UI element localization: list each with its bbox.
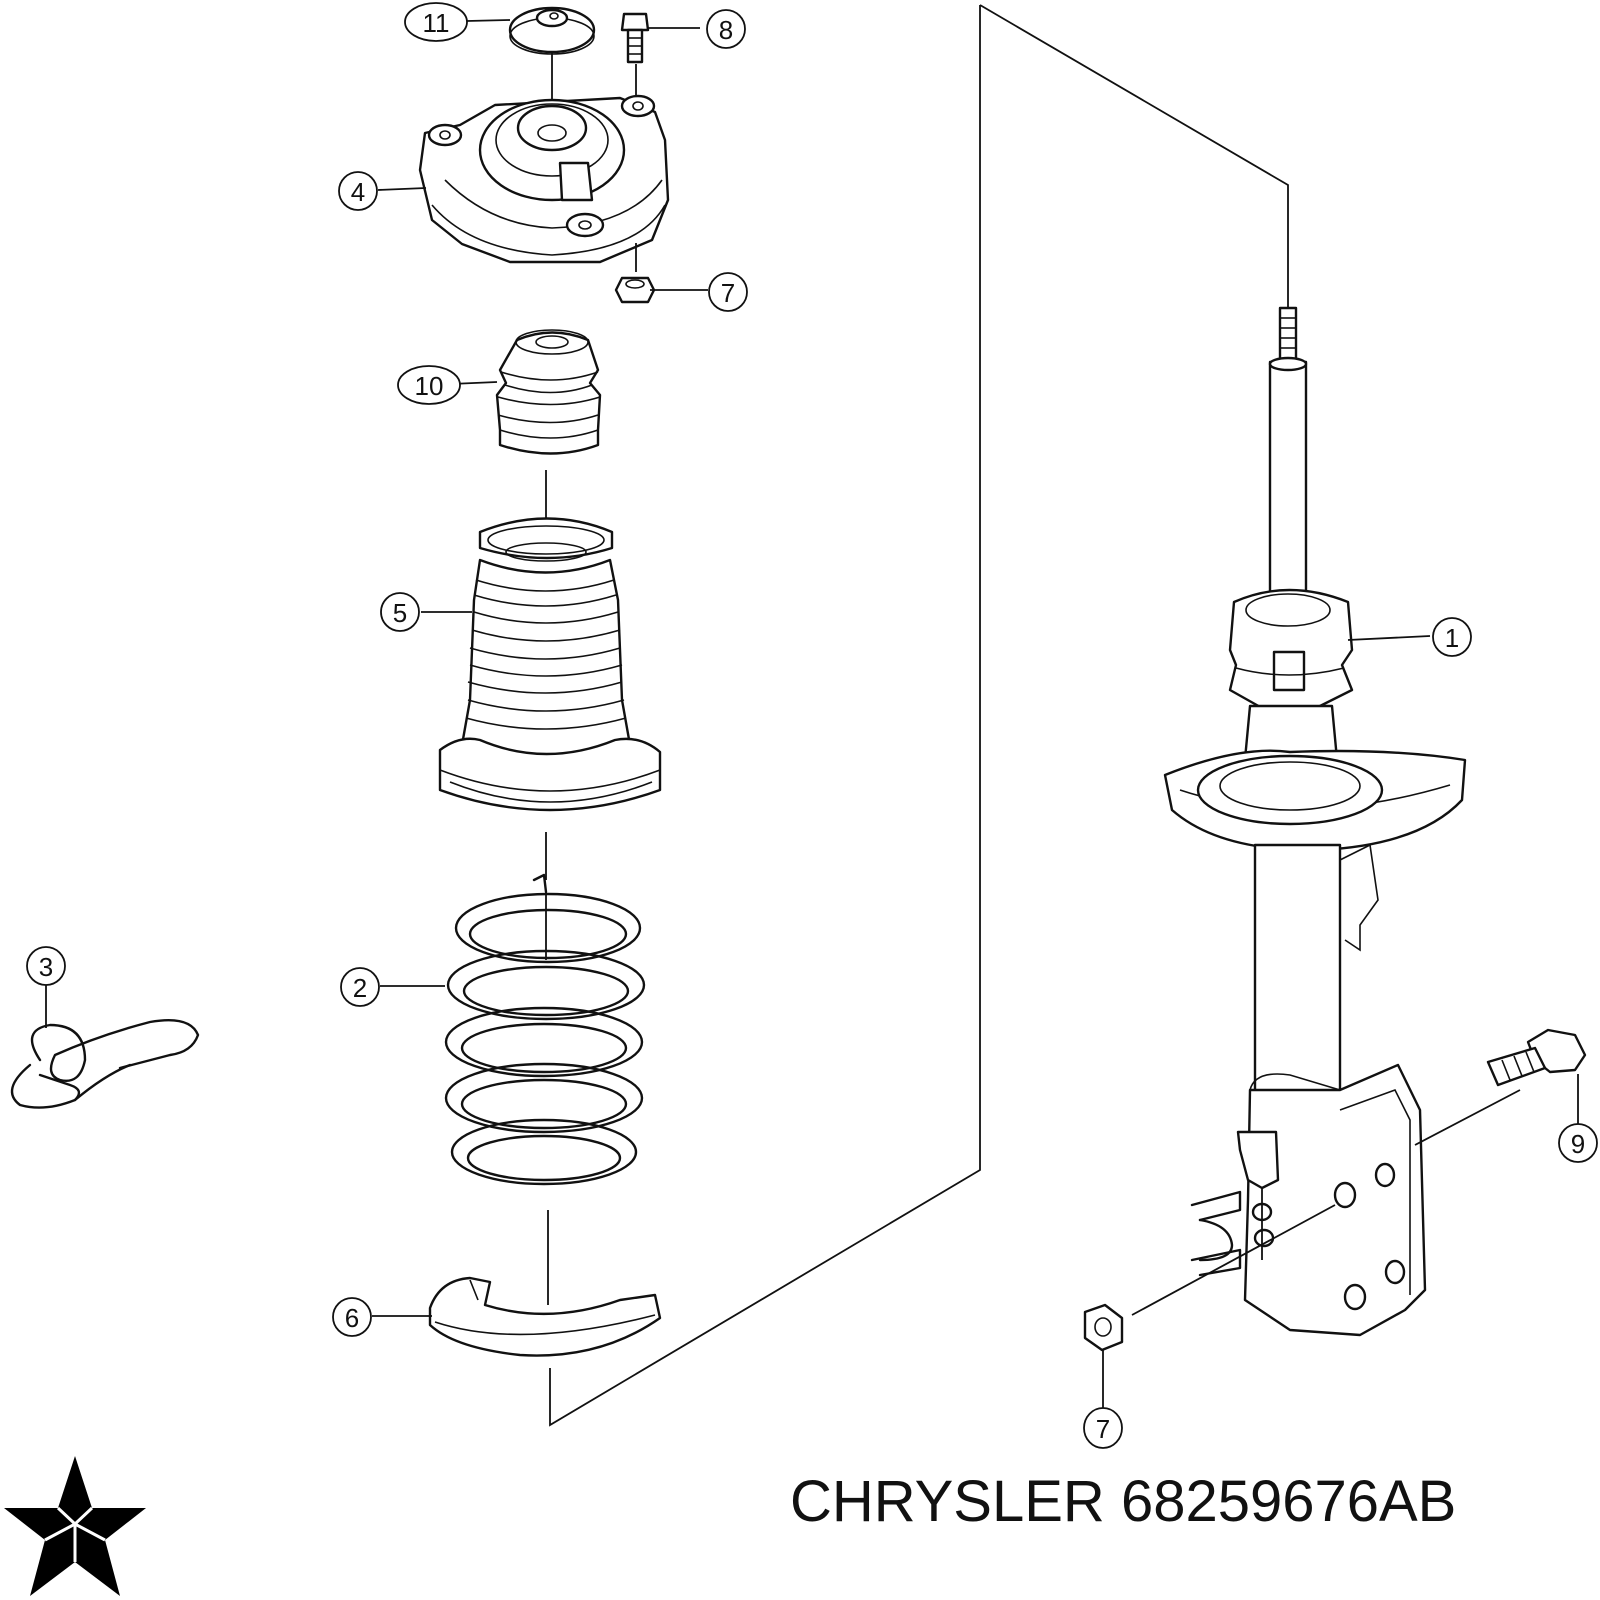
dust-boot-part [438,517,662,880]
callout-4: 4 [338,171,378,211]
clamp-nut-part [1083,1204,1336,1352]
callout-5: 5 [380,592,420,632]
callout-leaders [45,19,1579,1408]
strut-mount-part [418,94,670,272]
top-cap-part [508,6,596,103]
callout-8-label: 8 [719,15,733,45]
strut-assembly-part [1163,306,1467,1337]
callout-5-label: 5 [393,598,407,628]
mount-bolt-part [620,12,650,100]
callout-7-bottom: 7 [1083,1407,1123,1449]
coil-spring-part [444,873,646,1305]
callout-10: 10 [397,365,461,405]
callout-6: 6 [332,1297,372,1337]
callout-2: 2 [340,967,380,1007]
callout-9-label: 9 [1571,1129,1585,1159]
callout-1: 1 [1432,617,1472,657]
mount-nut-part [614,276,656,304]
callout-4-label: 4 [351,177,365,207]
spring-clip-part [10,1018,200,1109]
callout-3: 3 [26,946,66,986]
lower-isolator-part [428,1276,662,1357]
jounce-bumper-part [495,329,602,540]
clamp-bolt-part [1414,1028,1587,1146]
pentastar-logo-icon [4,1456,146,1596]
callout-2-label: 2 [353,973,367,1003]
brand-name: CHRYSLER [790,1469,1105,1534]
callout-10-label: 10 [415,371,444,401]
callout-6-label: 6 [345,1303,359,1333]
assembly-frame-lines [549,4,1289,1427]
callout-3-label: 3 [39,952,53,982]
callout-7-top-label: 7 [721,278,735,308]
callout-9: 9 [1558,1123,1598,1163]
callout-7-bottom-label: 7 [1096,1414,1110,1444]
callout-8: 8 [706,9,746,49]
callout-11: 11 [404,2,468,42]
callout-11-label: 11 [423,8,450,38]
part-number: 68259676AB [1120,1469,1457,1534]
brand-part-number-caption: CHRYSLER 68259676AB [790,1468,1456,1535]
callout-1-label: 1 [1445,623,1459,653]
callout-7-top: 7 [708,272,748,312]
